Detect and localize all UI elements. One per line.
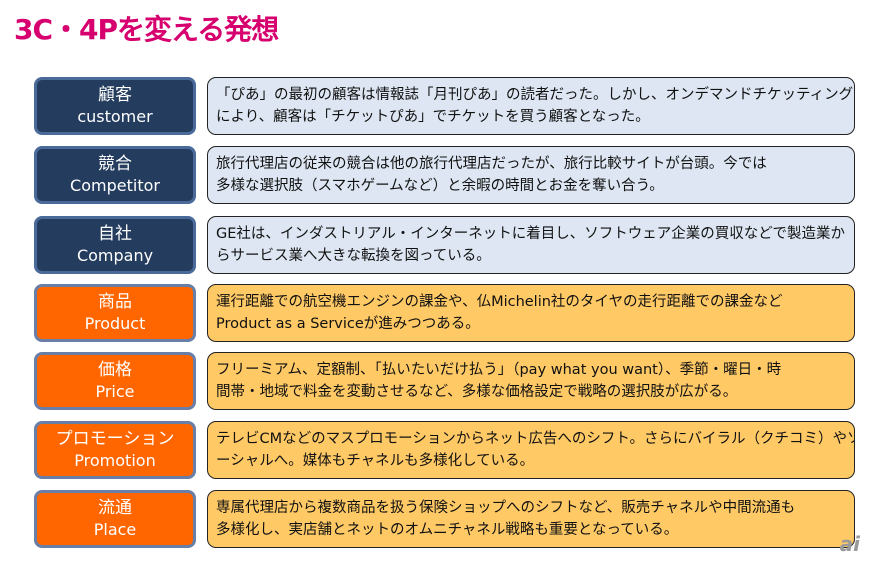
category-jp: 自社 xyxy=(98,224,132,244)
row-company: 自社 Company GE社は、インダストリアル・インターネットに着目し、ソフト… xyxy=(34,216,855,274)
category-jp: 競合 xyxy=(98,154,132,174)
category-label: 流通 Place xyxy=(34,490,196,548)
category-label: 自社 Company xyxy=(34,216,196,274)
row-place: 流通 Place 専属代理店から複数商品を扱う保険ショップへのシフトなど、販売チ… xyxy=(34,490,855,548)
category-description: 「ぴあ」の最初の顧客は情報誌「月刊ぴあ」の読者だった。しかし、オンデマンドチケッ… xyxy=(207,77,855,135)
description-line: 多様な選択肢（スマホゲームなど）と余暇の時間とお金を奪い合う。 xyxy=(216,178,664,194)
description-line: 多様化し、実店舗とネットのオムニチャネル戦略も重要となっている。 xyxy=(216,522,679,538)
category-label: 顧客 customer xyxy=(34,77,196,135)
category-en: Promotion xyxy=(74,451,156,470)
description-line: GE社は、インダストリアル・インターネットに着目し、ソフトウェア企業の買収などで… xyxy=(216,226,845,242)
category-en: Company xyxy=(76,246,154,265)
row-customer: 顧客 customer 「ぴあ」の最初の顧客は情報誌「月刊ぴあ」の読者だった。し… xyxy=(34,77,855,135)
category-jp: 価格 xyxy=(98,360,132,380)
page-title: 3C・4Pを変える発想 xyxy=(14,13,279,46)
category-description: GE社は、インダストリアル・インターネットに着目し、ソフトウェア企業の買収などで… xyxy=(207,216,855,274)
description-line: により、顧客は「チケットぴあ」でチケットを買う顧客となった。 xyxy=(216,109,650,125)
description-line: 専属代理店から複数商品を扱う保険ショップへのシフトなど、販売チャネルや中間流通も xyxy=(216,500,796,516)
description-line: らサービス業へ大きな転換を図っている。 xyxy=(216,248,491,264)
description-line: 運行距離での航空機エンジンの課金や、仏Michelin社のタイヤの走行距離での課… xyxy=(216,294,783,310)
category-en: Price xyxy=(95,382,135,401)
category-en: Competitor xyxy=(70,176,160,195)
description-line: 間帯・地域で料金を変動させるなど、多様な価格設定で戦略の選択肢が広がる。 xyxy=(216,384,738,400)
description-line: 旅行代理店の従来の競合は他の旅行代理店だったが、旅行比較サイトが台頭。今では xyxy=(216,156,767,172)
category-description: 専属代理店から複数商品を扱う保険ショップへのシフトなど、販売チャネルや中間流通も… xyxy=(207,490,855,548)
category-en: Place xyxy=(93,520,137,539)
row-price: 価格 Price フリーミアム、定額制、「払いたいだけ払う」（pay what … xyxy=(34,352,855,410)
category-description: 運行距離での航空機エンジンの課金や、仏Michelin社のタイヤの走行距離での課… xyxy=(207,284,855,342)
category-en: Product xyxy=(84,314,146,333)
category-label: 商品 Product xyxy=(34,284,196,342)
description-line: フリーミアム、定額制、「払いたいだけ払う」（pay what you want）… xyxy=(216,362,782,378)
category-label: 競合 Competitor xyxy=(34,146,196,204)
category-description: フリーミアム、定額制、「払いたいだけ払う」（pay what you want）… xyxy=(207,352,855,410)
category-description: 旅行代理店の従来の競合は他の旅行代理店だったが、旅行比較サイトが台頭。今では 多… xyxy=(207,146,855,204)
category-label: 価格 Price xyxy=(34,352,196,410)
description-line: ーシャルへ。媒体もチャネルも多様化している。 xyxy=(216,453,535,469)
category-en: customer xyxy=(77,107,153,126)
category-description: テレビCMなどのマスプロモーションからネット広告へのシフト。さらにバイラル（クチ… xyxy=(207,421,855,479)
category-jp: プロモーション xyxy=(55,429,175,449)
description-line: 「ぴあ」の最初の顧客は情報誌「月刊ぴあ」の読者だった。しかし、オンデマンドチケッ… xyxy=(216,87,854,103)
category-jp: 流通 xyxy=(98,498,132,518)
row-product: 商品 Product 運行距離での航空機エンジンの課金や、仏Michelin社の… xyxy=(34,284,855,342)
row-competitor: 競合 Competitor 旅行代理店の従来の競合は他の旅行代理店だったが、旅行… xyxy=(34,146,855,204)
category-jp: 商品 xyxy=(98,292,132,312)
publisher-logo: ai xyxy=(839,532,860,556)
category-label: プロモーション Promotion xyxy=(34,421,196,479)
category-jp: 顧客 xyxy=(98,85,132,105)
row-promotion: プロモーション Promotion テレビCMなどのマスプロモーションからネット… xyxy=(34,421,855,479)
description-line: Product as a Serviceが進みつつある。 xyxy=(216,316,480,332)
description-line: テレビCMなどのマスプロモーションからネット広告へのシフト。さらにバイラル（クチ… xyxy=(216,431,855,447)
